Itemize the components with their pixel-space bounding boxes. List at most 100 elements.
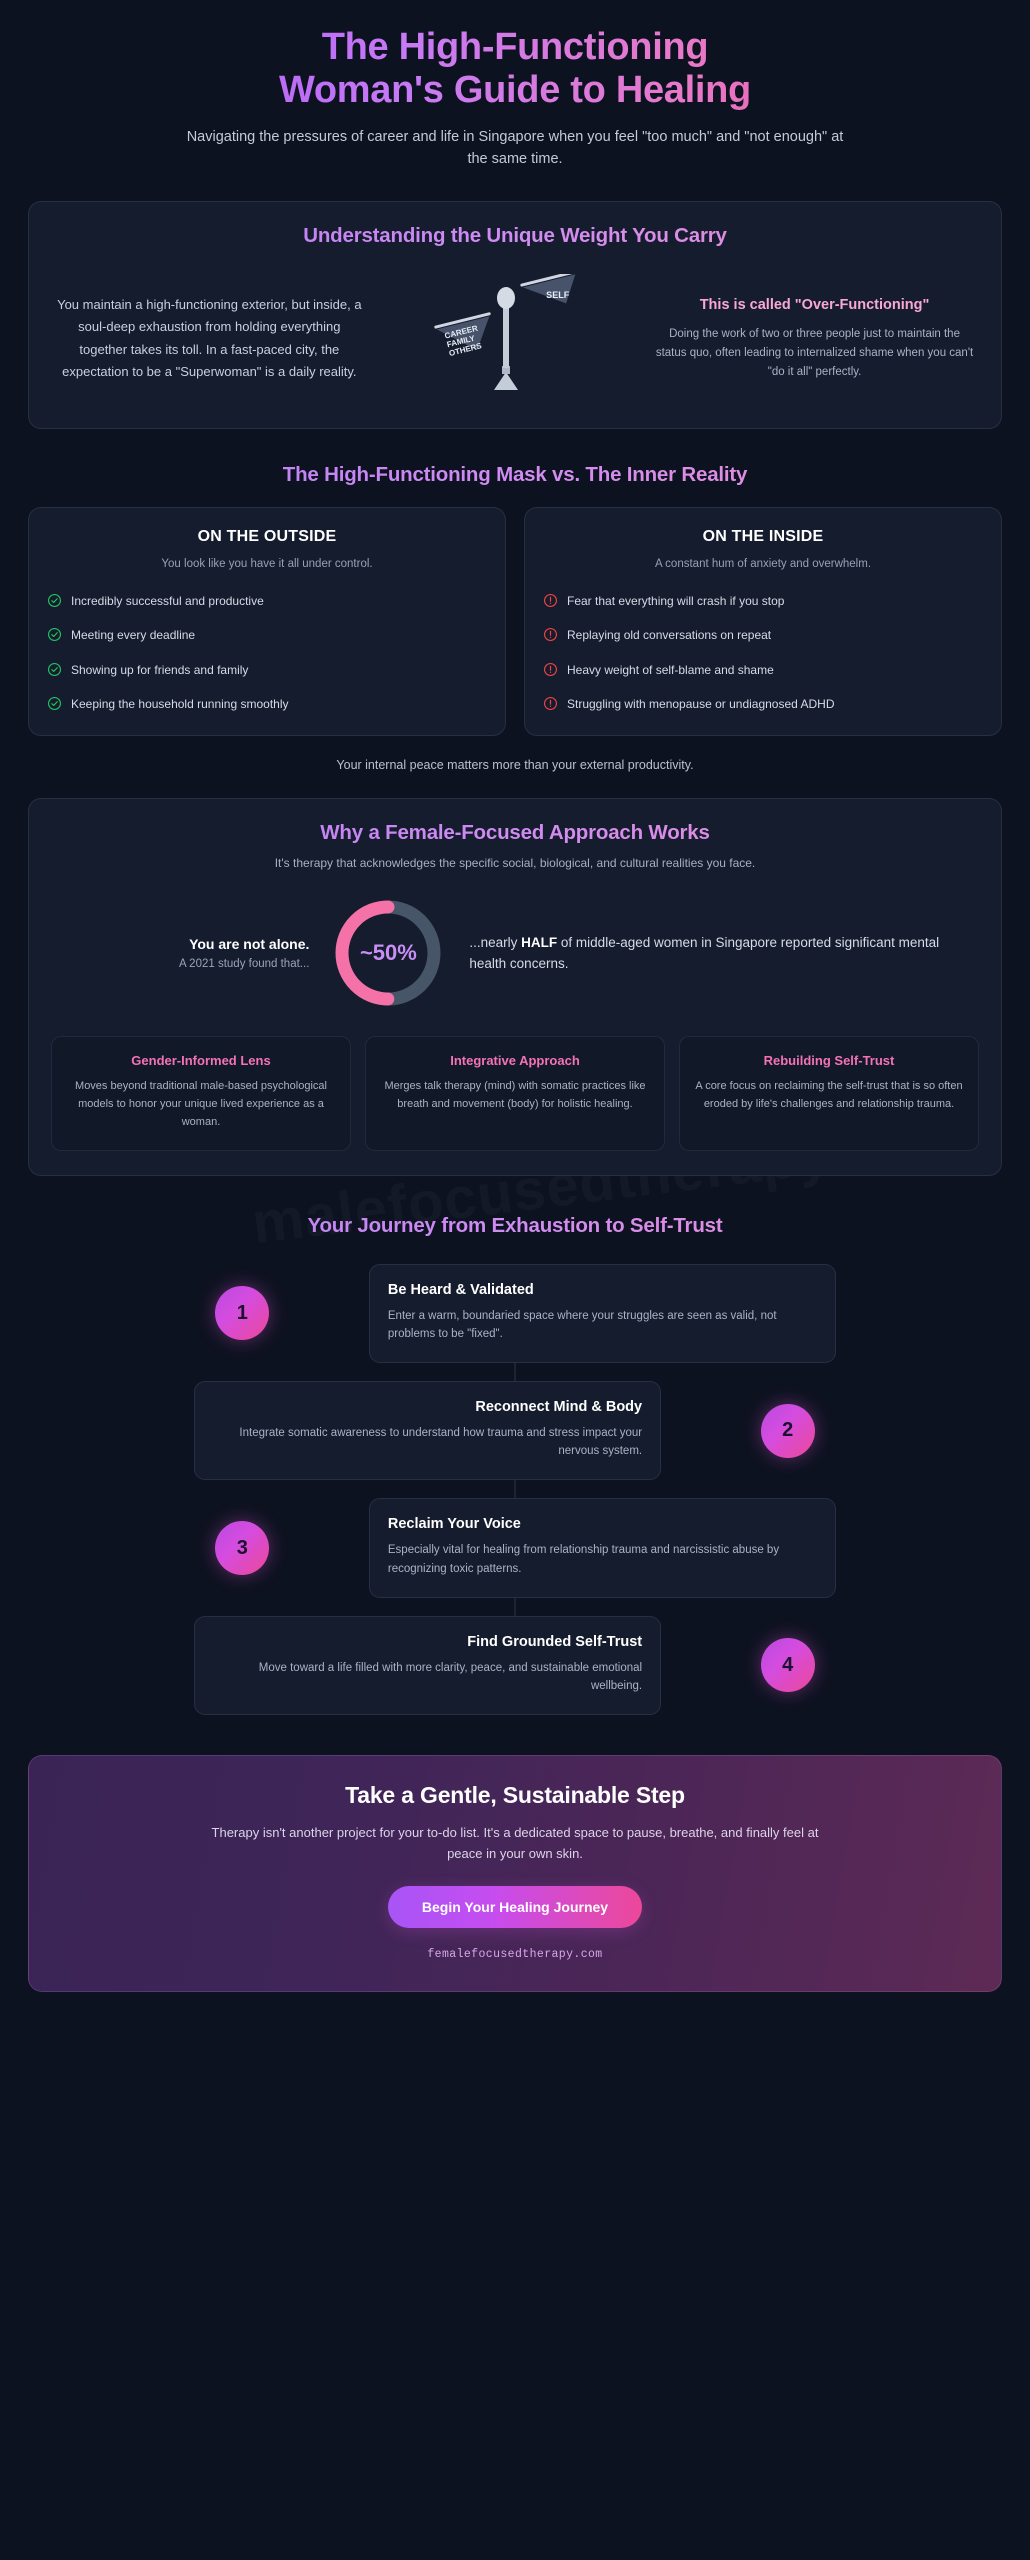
balance-scale-icon: CAREER FAMILY OTHERS SELF: [434, 273, 577, 390]
page-header: The High-Functioning Woman's Guide to He…: [28, 0, 1002, 181]
approach-card-body: A core focus on reclaiming the self-trus…: [695, 1080, 963, 1111]
list-item: Meeting every deadline: [47, 626, 487, 644]
page-subtitle: Navigating the pressures of career and l…: [186, 128, 844, 168]
stat-text-emphasis: HALF: [521, 934, 558, 950]
weight-section-heading: Understanding the Unique Weight You Carr…: [55, 224, 975, 248]
timeline-step-2: 2 Reconnect Mind & Body Integrate somati…: [28, 1381, 1002, 1481]
step-body: Move toward a life filled with more clar…: [258, 1661, 643, 1692]
alert-circle-icon: [543, 662, 558, 677]
page-title-line-2: Woman's Guide to Healing: [279, 68, 751, 111]
check-circle-icon: [47, 593, 62, 608]
not-alone-title: You are not alone.: [189, 936, 310, 953]
alert-circle-icon: [543, 593, 558, 608]
list-item-label: Meeting every deadline: [71, 628, 196, 643]
step-title: Reconnect Mind & Body: [475, 1399, 643, 1416]
list-item: Replaying old conversations on repeat: [543, 626, 983, 644]
approach-card-title: Rebuilding Self-Trust: [763, 1053, 895, 1069]
donut-chart-svg: [335, 900, 441, 1006]
list-item-label: Struggling with menopause or undiagnosed…: [567, 696, 835, 711]
step-number-badge: 2: [760, 1403, 815, 1458]
stat-text-suffix: of middle-aged women in Singapore report…: [469, 934, 940, 972]
step-title: Be Heard & Validated: [387, 1281, 534, 1298]
check-circle-icon: [47, 696, 62, 711]
inside-subtitle: A constant hum of anxiety and overwhelm.: [654, 557, 872, 570]
timeline-bubble-cell: 4: [661, 1638, 914, 1693]
timeline-step-card: Be Heard & Validated Enter a warm, bound…: [368, 1263, 837, 1364]
donut-center-label: ~50%: [359, 940, 417, 966]
approach-card-gender-informed-lens: Gender-Informed Lens Moves beyond tradit…: [51, 1036, 351, 1151]
weight-grid: You maintain a high-functioning exterior…: [55, 273, 975, 404]
approach-card-body: Merges talk therapy (mind) with somatic …: [384, 1080, 646, 1111]
donut-value-segment: [335, 900, 441, 1006]
balance-scale-illustration: CAREER FAMILY OTHERS SELF: [416, 273, 596, 404]
inside-title: ON THE INSIDE: [702, 527, 824, 545]
step-body: Enter a warm, boundaried space where you…: [387, 1309, 777, 1340]
approach-card-integrative-approach: Integrative Approach Merges talk therapy…: [365, 1036, 665, 1151]
list-item-label: Keeping the household running smoothly: [71, 696, 289, 711]
female-section-subtitle: It's therapy that acknowledges the speci…: [274, 856, 756, 871]
check-circle-icon: [47, 662, 62, 677]
approach-card-body: Moves beyond traditional male-based psyc…: [75, 1080, 327, 1128]
list-item-label: Replaying old conversations on repeat: [567, 628, 772, 643]
mask-section-heading: The High-Functioning Mask vs. The Inner …: [28, 463, 1002, 487]
female-section-heading: Why a Female-Focused Approach Works: [51, 821, 979, 845]
approach-card-rebuilding-self-trust: Rebuilding Self-Trust A core focus on re…: [679, 1036, 979, 1151]
alert-circle-icon: [543, 696, 558, 711]
cta-title: Take a Gentle, Sustainable Step: [345, 1782, 685, 1809]
scale-right-label: SELF: [546, 290, 570, 300]
over-functioning-title: This is called "Over-Functioning": [699, 297, 930, 314]
journey-section-heading: Your Journey from Exhaustion to Self-Tru…: [28, 1214, 1002, 1238]
timeline-step-1: 1 Be Heard & Validated Enter a warm, bou…: [28, 1263, 1002, 1364]
timeline-step-3: 3 Reclaim Your Voice Especially vital fo…: [28, 1498, 1002, 1598]
timeline-step-4: 4 Find Grounded Self-Trust Move toward a…: [28, 1615, 1002, 1716]
list-item-label: Showing up for friends and family: [71, 662, 249, 677]
website-url[interactable]: femalefocusedtherapy.com: [427, 1948, 603, 1962]
outside-subtitle: You look like you have it all under cont…: [161, 557, 373, 570]
timeline-bubble-cell: 2: [661, 1403, 914, 1458]
mask-section-note: Your internal peace matters more than yo…: [336, 758, 694, 773]
step-title: Reclaim Your Voice: [387, 1516, 521, 1533]
list-item: Struggling with menopause or undiagnosed…: [543, 695, 983, 713]
journey-timeline: 1 Be Heard & Validated Enter a warm, bou…: [28, 1263, 1002, 1719]
list-item: Heavy weight of self-blame and shame: [543, 661, 983, 679]
stat-text-prefix: ...nearly: [469, 934, 522, 950]
step-number-badge: 3: [215, 1521, 270, 1576]
list-item-label: Fear that everything will crash if you s…: [567, 593, 785, 608]
step-number-badge: 4: [760, 1638, 815, 1693]
weight-right-column: This is called "Over-Functioning" Doing …: [648, 295, 975, 382]
approach-cards-row: Gender-Informed Lens Moves beyond tradit…: [51, 1036, 979, 1151]
statistic-row: You are not alone. A 2021 study found th…: [51, 894, 979, 1012]
study-reference: A 2021 study found that...: [178, 958, 310, 971]
list-item: Showing up for friends and family: [47, 661, 487, 679]
inside-bullet-list: Fear that everything will crash if you s…: [543, 592, 983, 714]
approach-card-title: Gender-Informed Lens: [131, 1053, 271, 1069]
page-title-line-1: The High-Functioning: [321, 26, 709, 68]
alert-circle-icon: [543, 627, 558, 642]
step-body: Especially vital for healing from relati…: [387, 1544, 780, 1575]
cta-body: Therapy isn't another project for your t…: [211, 1825, 819, 1862]
timeline-step-card: Reconnect Mind & Body Integrate somatic …: [193, 1381, 662, 1481]
check-circle-icon: [47, 627, 62, 642]
page-title: The High-Functioning Woman's Guide to He…: [68, 26, 962, 112]
timeline-step-card: Find Grounded Self-Trust Move toward a l…: [193, 1615, 662, 1716]
begin-healing-journey-button[interactable]: Begin Your Healing Journey: [387, 1886, 643, 1929]
weight-left-text: You maintain a high-functioning exterior…: [57, 297, 362, 380]
outside-card: ON THE OUTSIDE You look like you have it…: [28, 506, 506, 737]
list-item: Incredibly successful and productive: [47, 592, 487, 610]
inside-card: ON THE INSIDE A constant hum of anxiety …: [524, 506, 1002, 737]
weight-section-card: Understanding the Unique Weight You Carr…: [28, 200, 1002, 429]
over-functioning-body: Doing the work of two or three people ju…: [655, 328, 974, 379]
outside-bullet-list: Incredibly successful and productive Mee…: [47, 592, 487, 714]
weight-scale-column: CAREER FAMILY OTHERS SELF: [370, 273, 642, 404]
weight-left-column: You maintain a high-functioning exterior…: [55, 294, 364, 383]
step-body: Integrate somatic awareness to understan…: [239, 1427, 643, 1458]
statistic-left-text: You are not alone. A 2021 study found th…: [51, 936, 329, 970]
list-item: Fear that everything will crash if you s…: [543, 592, 983, 610]
list-item-label: Incredibly successful and productive: [71, 593, 264, 608]
female-focused-card: Why a Female-Focused Approach Works It's…: [28, 798, 1002, 1176]
timeline-bubble-cell: 3: [116, 1521, 369, 1576]
infographic-page: The High-Functioning Woman's Guide to He…: [0, 0, 1030, 2014]
cta-card: Take a Gentle, Sustainable Step Therapy …: [28, 1755, 1002, 1993]
step-number-badge: 1: [215, 1286, 270, 1341]
donut-chart: ~50%: [329, 894, 447, 1012]
